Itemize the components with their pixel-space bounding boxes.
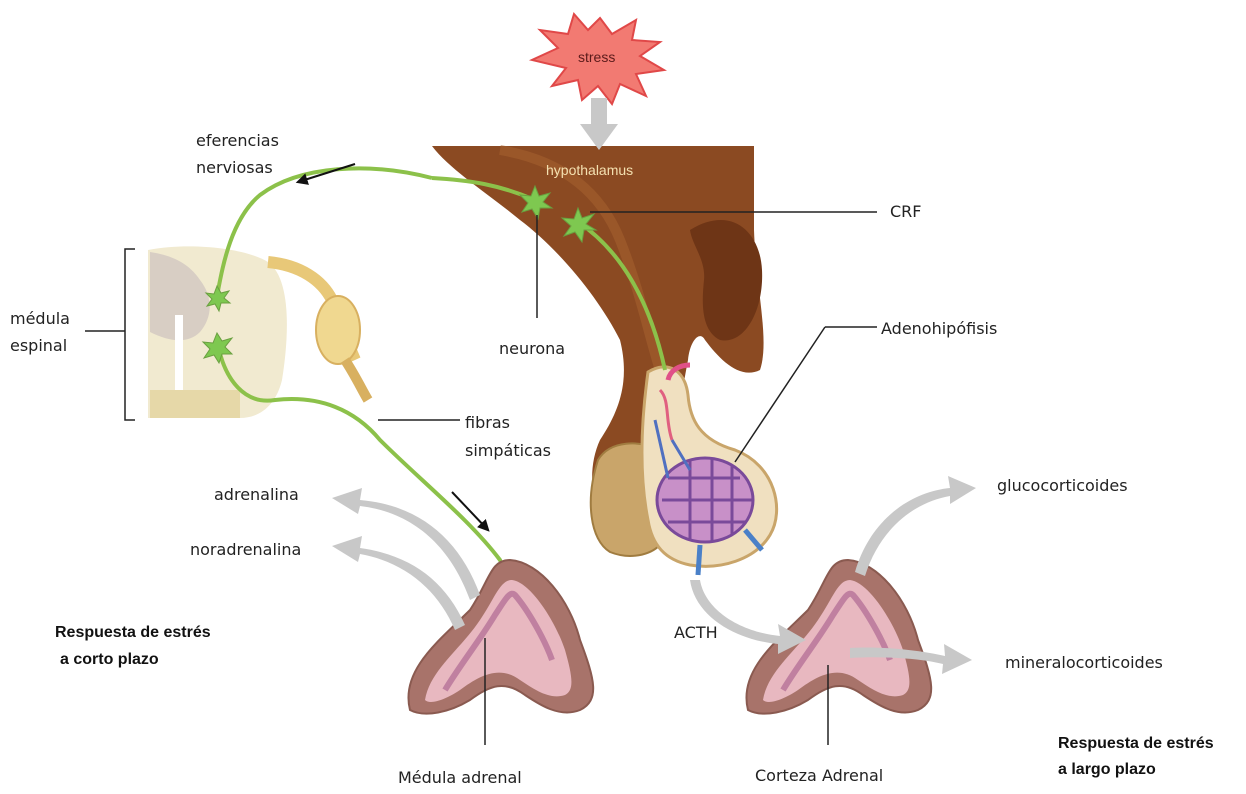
medula-espinal-label-2: espinal (10, 335, 67, 357)
noradrenalina-label: noradrenalina (190, 539, 301, 561)
respuesta-largo-label-1: Respuesta de estrés (1058, 733, 1214, 755)
eferencias-label-1: eferencias (196, 130, 279, 152)
medula-adrenal-label: Médula adrenal (398, 767, 522, 789)
stress-label: stress (578, 49, 615, 65)
respuesta-largo-label-2: a largo plazo (1058, 759, 1156, 781)
adrenalina-label: adrenalina (214, 484, 299, 506)
fibras-label-1: fibras (465, 412, 510, 434)
acth-label: ACTH (674, 622, 718, 644)
fibras-label-2: simpáticas (465, 440, 551, 462)
respuesta-corto-label-1: Respuesta de estrés (55, 622, 211, 644)
adenohipofisis-label: Adenohipófisis (881, 318, 997, 340)
corteza-adrenal-label: Corteza Adrenal (755, 765, 883, 787)
spinal-cord-section (148, 246, 368, 418)
respuesta-corto-label-2: a corto plazo (60, 649, 159, 671)
vein-out-1 (698, 545, 700, 575)
crf-label: CRF (890, 201, 922, 223)
glucocorticoides-label: glucocorticoides (997, 475, 1128, 497)
arrow-glucocorticoides (855, 476, 976, 576)
mineralocorticoides-label: mineralocorticoides (1005, 652, 1163, 674)
hypothalamus-label: hypothalamus (546, 162, 633, 178)
medula-espinal-label-1: médula (10, 308, 70, 330)
eferencias-label-2: nerviosas (196, 157, 273, 179)
neurona-label: neurona (499, 338, 565, 360)
